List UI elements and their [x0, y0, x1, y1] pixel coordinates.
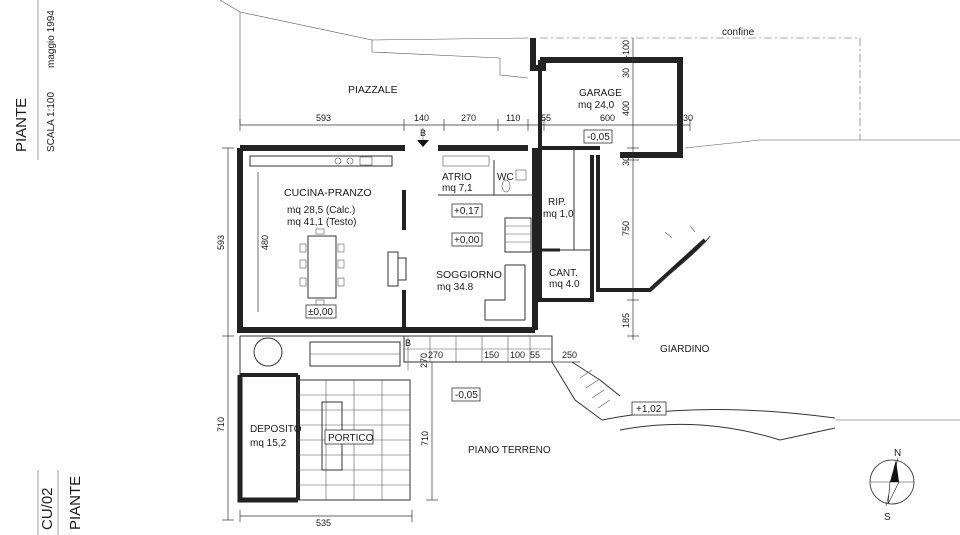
sheet-title: PIANTE — [67, 476, 84, 530]
label-soggiorno-area: mq 34.8 — [437, 282, 474, 293]
dim-100-mid: 100 — [510, 350, 525, 360]
left-dimension-lines — [222, 147, 234, 521]
walkway — [403, 335, 580, 363]
level-cucina: ±0,00 — [308, 307, 333, 318]
scale-text: SCALA 1:100 — [46, 92, 57, 152]
dim-480-inner: 480 — [260, 235, 270, 250]
label-confine: confine — [722, 27, 755, 38]
label-garage: GARAGE — [579, 88, 622, 99]
portico-dimension — [426, 362, 438, 501]
level-esterno: -0,05 — [455, 390, 478, 401]
label-wc: WC — [497, 172, 514, 183]
level-garage: -0,05 — [587, 132, 610, 143]
label-piazzale: PIAZZALE — [348, 84, 398, 96]
compass-icon — [869, 457, 915, 507]
dim-150-mid: 150 — [484, 350, 499, 360]
wc-fixtures — [442, 155, 527, 193]
dim-270-vertical: 270 — [419, 353, 429, 368]
compass-north: N — [894, 448, 901, 459]
label-cant-area: mq 4.0 — [549, 279, 580, 290]
garden-stair — [551, 361, 836, 441]
dim-55-top: 55 — [541, 113, 551, 123]
label-deposito-area: mq 15,2 — [250, 438, 287, 449]
sheet-code: CU/02 — [39, 487, 56, 530]
level-soggiorno: +0,00 — [454, 235, 480, 246]
fireplace — [387, 251, 407, 287]
label-piano-terreno: PIANO TERRENO — [468, 445, 551, 456]
label-giardino: GIARDINO — [660, 344, 710, 355]
label-cucina-calc: mq 28,5 (Calc.) — [287, 205, 355, 216]
dim-593-top: 593 — [316, 113, 331, 123]
label-rip-area: mq 1,0 — [543, 209, 574, 220]
dim-710-left: 710 — [216, 417, 226, 432]
right-wing-wall — [649, 225, 711, 291]
dim-600-top: 600 — [600, 113, 615, 123]
label-deposito: DEPOSITO — [250, 424, 302, 435]
dim-30-top: 30 — [683, 113, 693, 123]
level-atrio: +0,17 — [454, 206, 480, 217]
dim-30-right-b: 30 — [621, 156, 631, 166]
portico-area — [237, 335, 412, 503]
dim-750-right: 750 — [621, 221, 631, 236]
section-mark-top — [417, 128, 429, 147]
top-dimension-line — [239, 119, 691, 131]
label-cucina: CUCINA-PRANZO — [284, 187, 372, 199]
kitchen-counter — [249, 155, 393, 167]
label-cucina-testo: mq 41,1 (Testo) — [287, 217, 356, 228]
sofa — [484, 264, 526, 321]
dim-593-left: 593 — [216, 235, 226, 250]
internal-stair — [504, 217, 532, 253]
site-boundary — [219, 0, 960, 421]
level-giardino: +1,02 — [636, 404, 662, 415]
dining-table — [299, 228, 345, 306]
label-portico: PORTICO — [328, 433, 374, 444]
dim-110-top: 110 — [506, 113, 520, 123]
dim-400-right: 400 — [621, 101, 631, 116]
label-garage-area: mq 24,0 — [578, 100, 615, 111]
right-dimension-lines — [627, 38, 639, 340]
dim-185-right: 185 — [621, 313, 631, 328]
dim-270-top: 270 — [461, 113, 476, 123]
dim-535-bottom: 535 — [316, 518, 331, 528]
date-text: maggio 1994 — [46, 10, 57, 68]
label-cant: CANT. — [549, 268, 578, 279]
dim-100-right: -100 — [621, 40, 631, 58]
label-atrio: ATRIO — [442, 172, 472, 183]
dim-30-right-a: 30 — [621, 68, 631, 78]
dim-270-mid: 270 — [428, 350, 443, 360]
dim-140-top: 140 — [414, 113, 429, 123]
section-letter-bottom: B — [405, 338, 411, 348]
dim-55-mid: 55 — [530, 350, 540, 360]
dim-250-mid: 250 — [562, 350, 577, 360]
label-rip: RIP. — [548, 197, 566, 208]
house-walls — [237, 38, 707, 333]
bottom-dimension-line — [239, 510, 413, 522]
label-atrio-area: mq 7,1 — [442, 183, 473, 194]
title-block-frame — [37, 0, 59, 535]
dim-710-portico: 710 — [420, 431, 430, 446]
compass-south: S — [884, 512, 891, 523]
section-letter-top: B — [420, 128, 426, 138]
label-soggiorno: SOGGIORNO — [436, 269, 502, 281]
title-text: PIANTE — [13, 98, 30, 152]
